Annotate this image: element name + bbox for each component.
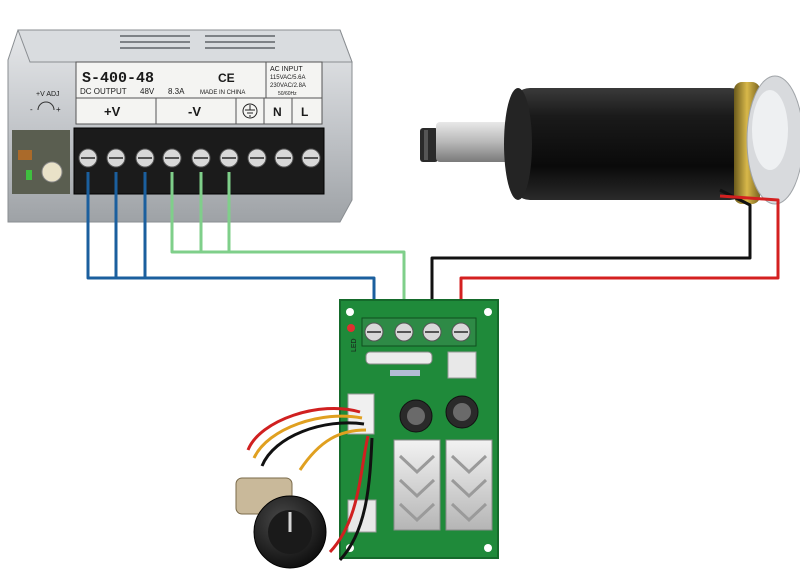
power-supply: S-400-48 CE DC OUTPUT 48V 8.3A MADE IN C… — [7, 29, 353, 223]
dc-voltage: 48V — [140, 87, 155, 96]
psu-terminal-screw-6 — [219, 148, 239, 168]
pot-connector — [347, 393, 375, 435]
psu-model: S-400-48 — [82, 70, 154, 87]
terminal-label-plus: +V — [104, 104, 121, 119]
psu-label-plate — [75, 61, 323, 125]
psu-terminal-screw-7 — [247, 148, 267, 168]
psu-terminal-screw-4 — [162, 148, 182, 168]
power-led — [26, 170, 32, 180]
motor-black-wire — [430, 188, 752, 330]
adj-potentiometer[interactable] — [41, 161, 63, 183]
motor-red-wire — [459, 194, 780, 330]
collet-nut — [420, 128, 438, 162]
resistor — [390, 370, 420, 376]
ac-input-115: 115VAC/5.6A — [270, 75, 305, 81]
psu-terminal-screw-2 — [106, 148, 126, 168]
ground-symbol-icon — [242, 103, 258, 119]
psu-internal-view — [12, 130, 70, 194]
adj-label: +V ADJ — [36, 91, 60, 98]
controller-terminal-screws — [364, 322, 471, 342]
ce-mark: CE — [218, 71, 235, 85]
psu-terminal-screw-9 — [301, 148, 321, 168]
psu-terminal-screw-5 — [191, 148, 211, 168]
adj-plus-sign: + — [56, 105, 61, 114]
terminal-label-n: N — [273, 105, 282, 119]
dc-current: 8.3A — [168, 87, 185, 96]
fuse — [365, 351, 433, 365]
regulator-heatsink — [447, 351, 477, 379]
led-label: LED — [351, 338, 358, 352]
controller-terminal-screw-4 — [451, 322, 471, 342]
motor-body — [512, 88, 748, 200]
potentiometer-knob-icon[interactable] — [235, 407, 374, 569]
controller-terminal-screw-1 — [364, 322, 384, 342]
adj-arc-icon — [37, 101, 55, 111]
terminal-label-l: L — [301, 105, 308, 119]
psu-terminal-screws — [78, 148, 321, 168]
made-in-label: MADE IN CHINA — [200, 90, 245, 96]
psu-terminal-screw-1 — [78, 148, 98, 168]
controller-terminal-screw-2 — [394, 322, 414, 342]
mosfet-heatsinks — [393, 439, 493, 531]
ac-frequency: 50/60Hz — [278, 91, 297, 97]
spindle-motor-icon — [420, 75, 800, 205]
dc-output-label: DC OUTPUT — [80, 87, 127, 96]
psu-terminal-screw-3 — [135, 148, 155, 168]
vent-slots — [120, 35, 275, 49]
motor-speed-controller: LED — [339, 299, 499, 559]
controller-terminal-screw-3 — [422, 322, 442, 342]
terminal-label-minus: -V — [188, 104, 201, 119]
led-indicator-icon — [347, 324, 355, 332]
internal-component — [18, 150, 32, 160]
psu-terminal-screw-8 — [274, 148, 294, 168]
ac-input-230: 230VAC/2.8A — [270, 83, 306, 89]
ac-input-title: AC INPUT — [270, 66, 303, 73]
negative-wire-1 — [170, 172, 406, 330]
motor-shaft — [436, 122, 514, 162]
adj-minus-sign: - — [30, 105, 33, 114]
